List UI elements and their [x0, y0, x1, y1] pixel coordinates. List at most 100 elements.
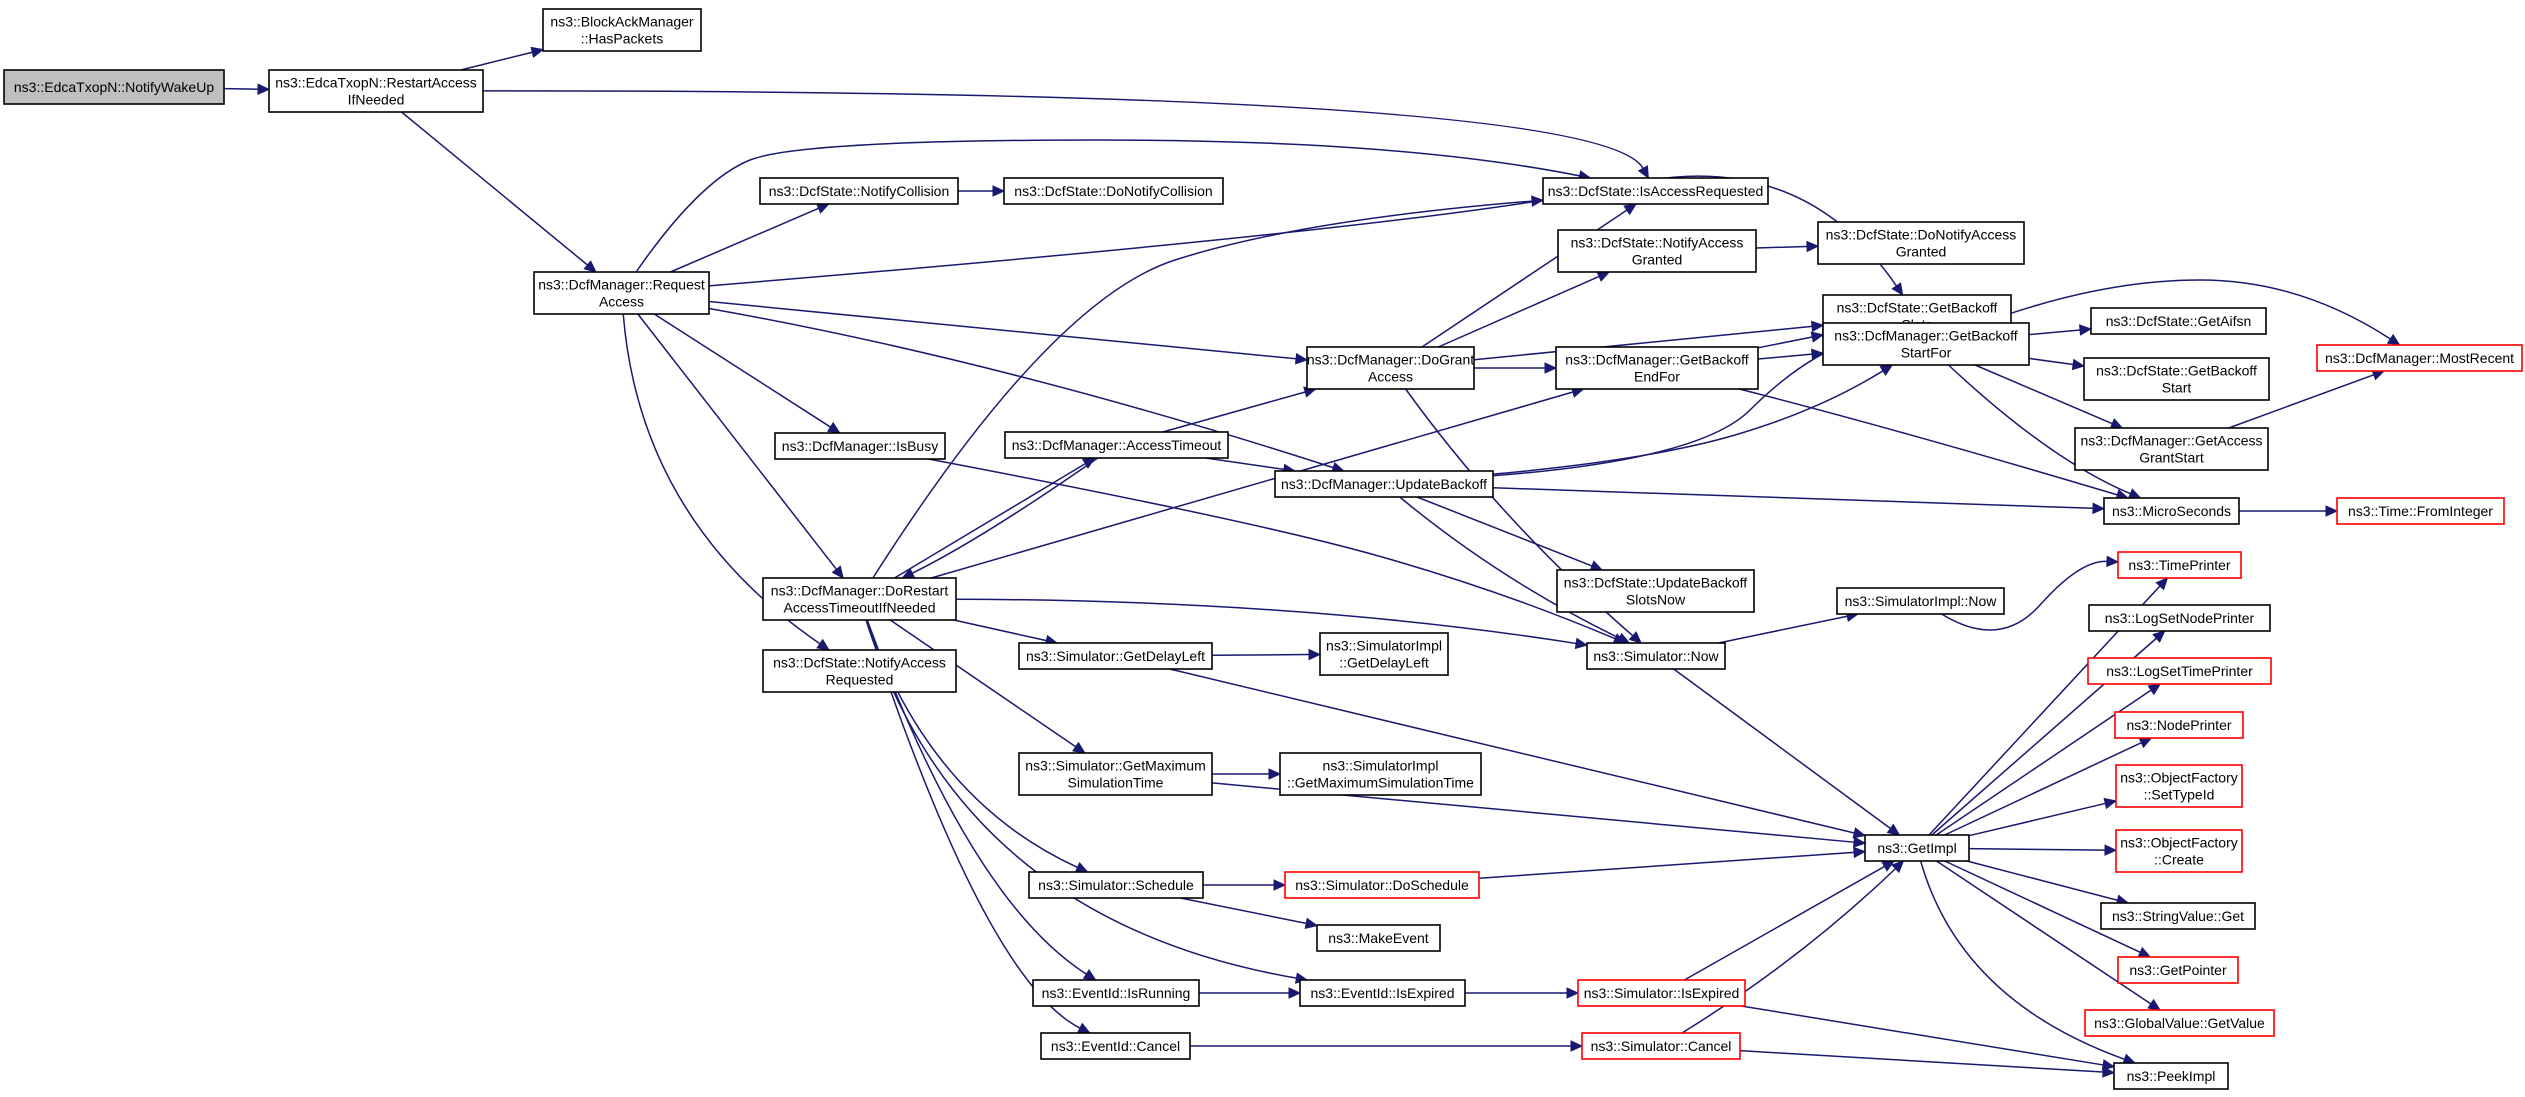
node-is-access-requested[interactable]: ns3::DcfState::IsAccessRequested: [1542, 177, 1769, 205]
node-make-event[interactable]: ns3::MakeEvent: [1316, 924, 1441, 952]
node-simulator-now[interactable]: ns3::Simulator::Now: [1586, 642, 1726, 670]
node-event-is-expired[interactable]: ns3::EventId::IsExpired: [1299, 979, 1466, 1007]
edge-do_schedule-to-get_impl: [1478, 851, 1855, 880]
node-label-line: ::GetDelayLeft: [1339, 655, 1429, 671]
node-most-recent[interactable]: ns3::DcfManager::MostRecent: [2316, 344, 2523, 372]
node-impl-get-delay-left[interactable]: ns3::SimulatorImpl::GetDelayLeft: [1319, 632, 1449, 676]
edge-access_timeout-to-update_backoff: [1205, 457, 1285, 471]
node-has-packets[interactable]: ns3::BlockAckManager::HasPackets: [542, 8, 702, 52]
node-box: [1274, 470, 1494, 498]
node-box: [759, 177, 959, 205]
node-label-line: ns3::ObjectFactory: [2120, 835, 2238, 851]
arrowhead-get_backoff_end_for-to-get_backoff_slots: [1810, 331, 1825, 343]
node-label-line: ::GetMaximumSimulationTime: [1287, 775, 1474, 791]
node-simulator-impl-now[interactable]: ns3::SimulatorImpl::Now: [1836, 587, 2005, 615]
node-label-line: GrantStart: [2139, 450, 2204, 466]
node-label-line: ns3::EventId::IsRunning: [1042, 985, 1191, 1001]
arrowhead-do_grant_access-to-simulator_now: [1628, 631, 1642, 644]
node-node-printer[interactable]: ns3::NodePrinter: [2114, 711, 2244, 739]
node-sim-is-expired[interactable]: ns3::Simulator::IsExpired: [1577, 979, 1746, 1007]
node-do-notify-collision[interactable]: ns3::DcfState::DoNotifyCollision: [1003, 177, 1224, 205]
node-notify-collision[interactable]: ns3::DcfState::NotifyCollision: [759, 177, 959, 205]
node-log-set-time-printer[interactable]: ns3::LogSetTimePrinter: [2087, 657, 2272, 685]
node-get-delay-left[interactable]: ns3::Simulator::GetDelayLeft: [1018, 642, 1213, 670]
edge-get_impl-to-set_type_id: [1968, 802, 2106, 837]
node-access-timeout[interactable]: ns3::DcfManager::AccessTimeout: [1004, 431, 1229, 459]
node-box: [2088, 604, 2271, 632]
arrowhead-simulator_impl_now-to-time_printer: [2106, 555, 2120, 568]
node-update-backoff[interactable]: ns3::DcfManager::UpdateBackoff: [1274, 470, 1494, 498]
edge-do_restart-to-access_timeout: [894, 463, 1086, 579]
node-do-schedule[interactable]: ns3::Simulator::DoSchedule: [1284, 871, 1480, 899]
node-time-printer[interactable]: ns3::TimePrinter: [2117, 551, 2242, 579]
node-box: [1542, 177, 1769, 205]
node-event-cancel[interactable]: ns3::EventId::Cancel: [1040, 1032, 1191, 1060]
edge-get_impl-to-node_printer: [1944, 741, 2142, 836]
node-label-line: ns3::DcfState::NotifyAccess: [773, 655, 946, 671]
node-label-line: ns3::StringValue::Get: [2112, 908, 2244, 924]
node-label-line: ns3::DcfState::GetBackoff: [2096, 363, 2257, 379]
edge-get_backoff_end_for-to-get_backoff_slots: [1757, 336, 1813, 349]
node-schedule[interactable]: ns3::Simulator::Schedule: [1028, 871, 1204, 899]
arrowhead-update_backoff-to-micro_seconds: [2092, 502, 2106, 515]
node-micro-seconds[interactable]: ns3::MicroSeconds: [2103, 497, 2240, 525]
arrowhead-event_is_expired-to-sim_is_expired: [1566, 987, 1580, 999]
edge-schedule-to-make_event: [1180, 897, 1307, 925]
node-do-restart[interactable]: ns3::DcfManager::DoRestartAccessTimeoutI…: [762, 577, 957, 621]
node-label-line: ns3::GetPointer: [2129, 962, 2227, 978]
node-label-line: ns3::DcfManager::MostRecent: [2325, 350, 2514, 366]
node-get-aifsn[interactable]: ns3::DcfState::GetAifsn: [2090, 307, 2267, 335]
node-get-pointer[interactable]: ns3::GetPointer: [2117, 956, 2239, 984]
node-is-busy[interactable]: ns3::DcfManager::IsBusy: [774, 432, 946, 460]
edge-restart_access-to-request_access: [401, 111, 588, 266]
arrowhead-get_impl-to-get_pointer: [2137, 946, 2152, 958]
node-object-factory-create[interactable]: ns3::ObjectFactory::Create: [2115, 829, 2243, 873]
node-box: [1817, 221, 2025, 265]
node-label-line: ns3::DcfManager::DoRestart: [771, 583, 949, 599]
node-set-type-id[interactable]: ns3::ObjectFactory::SetTypeId: [2115, 764, 2243, 808]
node-from-integer[interactable]: ns3::Time::FromInteger: [2336, 497, 2505, 525]
node-string-value-get[interactable]: ns3::StringValue::Get: [2100, 902, 2256, 930]
node-box: [1003, 177, 1224, 205]
node-get-impl[interactable]: ns3::GetImpl: [1864, 834, 1970, 862]
node-box: [1555, 346, 1759, 390]
arrowhead-get_impl-to-log_set_time_printer: [2147, 683, 2162, 696]
node-global-value-get[interactable]: ns3::GlobalValue::GetValue: [2084, 1009, 2275, 1037]
node-is-running[interactable]: ns3::EventId::IsRunning: [1032, 979, 1200, 1007]
node-label-line: ns3::DcfManager::DoGrant: [1307, 352, 1474, 368]
node-label-line: ns3::Simulator::Cancel: [1591, 1038, 1732, 1054]
node-impl-get-max-sim-time[interactable]: ns3::SimulatorImpl::GetMaximumSimulation…: [1279, 752, 1482, 796]
edge-do_restart-to-event_cancel: [865, 619, 1081, 1029]
node-label-line: ns3::GetImpl: [1877, 840, 1956, 856]
edge-request_access-to-do_restart: [637, 313, 838, 570]
node-sim-cancel[interactable]: ns3::Simulator::Cancel: [1581, 1032, 1741, 1060]
node-notify-wake-up[interactable]: ns3::EdcaTxopN::NotifyWakeUp: [3, 69, 225, 105]
node-box: [3, 69, 225, 105]
node-label-line: ns3::EventId::IsExpired: [1311, 985, 1455, 1001]
node-peek-impl[interactable]: ns3::PeekImpl: [2113, 1062, 2229, 1090]
node-log-set-node-printer[interactable]: ns3::LogSetNodePrinter: [2088, 604, 2271, 632]
edge-sim_is_expired-to-peek_impl: [1741, 1005, 2104, 1066]
arrowhead-get_impl-to-time_printer: [2155, 577, 2169, 591]
arrowhead-get_backoff_start_for-to-most_recent: [2386, 333, 2401, 346]
node-label-line: SimulationTime: [1068, 775, 1164, 791]
arrowhead-get_backoff_start_for-to-micro_seconds: [2127, 488, 2142, 499]
node-label-line: StartFor: [1901, 345, 1952, 361]
node-label-line: ns3::DcfManager::UpdateBackoff: [1281, 476, 1487, 492]
edge-get_impl-to-object_factory_create: [1968, 847, 2106, 851]
node-box: [2114, 711, 2244, 739]
node-get-max-sim-time[interactable]: ns3::Simulator::GetMaximumSimulationTime: [1018, 752, 1213, 796]
node-box: [2083, 357, 2270, 401]
node-box: [1040, 1032, 1191, 1060]
